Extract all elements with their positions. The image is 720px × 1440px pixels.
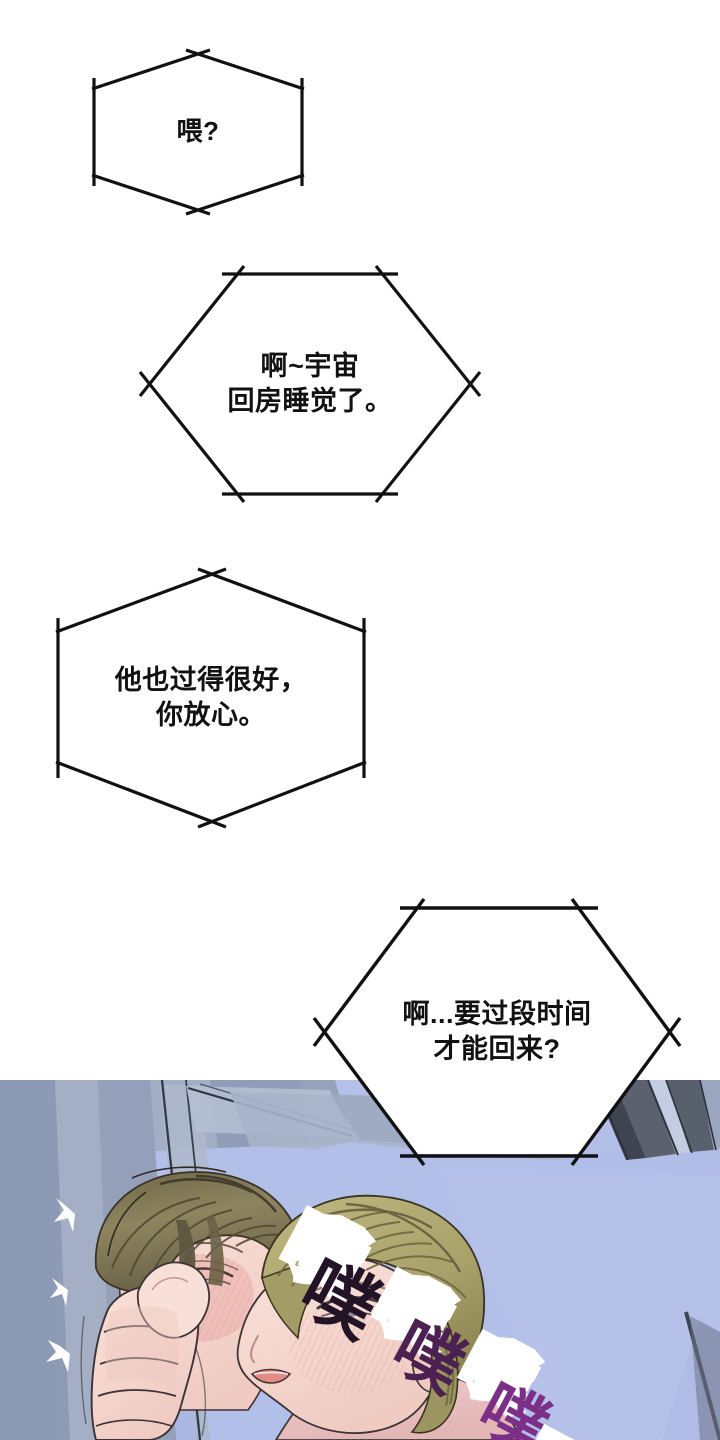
speech-bubble-1-outline <box>91 48 305 216</box>
speech-bubble-3: 他也过得很好， 你放心。 <box>52 562 370 834</box>
speech-bubble-1: 喂? <box>88 44 308 220</box>
panel-artwork <box>0 1080 720 1440</box>
speech-bubble-4: 啊...要过段时间 才能回来? <box>310 896 684 1168</box>
speech-bubble-4-outline <box>312 897 682 1167</box>
art-panel: 噗 噗 噗 噗 噗 噗 ... ... <box>0 1080 720 1440</box>
speech-bubble-3-outline <box>55 567 367 829</box>
speech-bubble-2-outline <box>138 265 482 503</box>
speech-bubble-2: 啊~宇宙 回房睡觉了。 <box>136 262 484 506</box>
